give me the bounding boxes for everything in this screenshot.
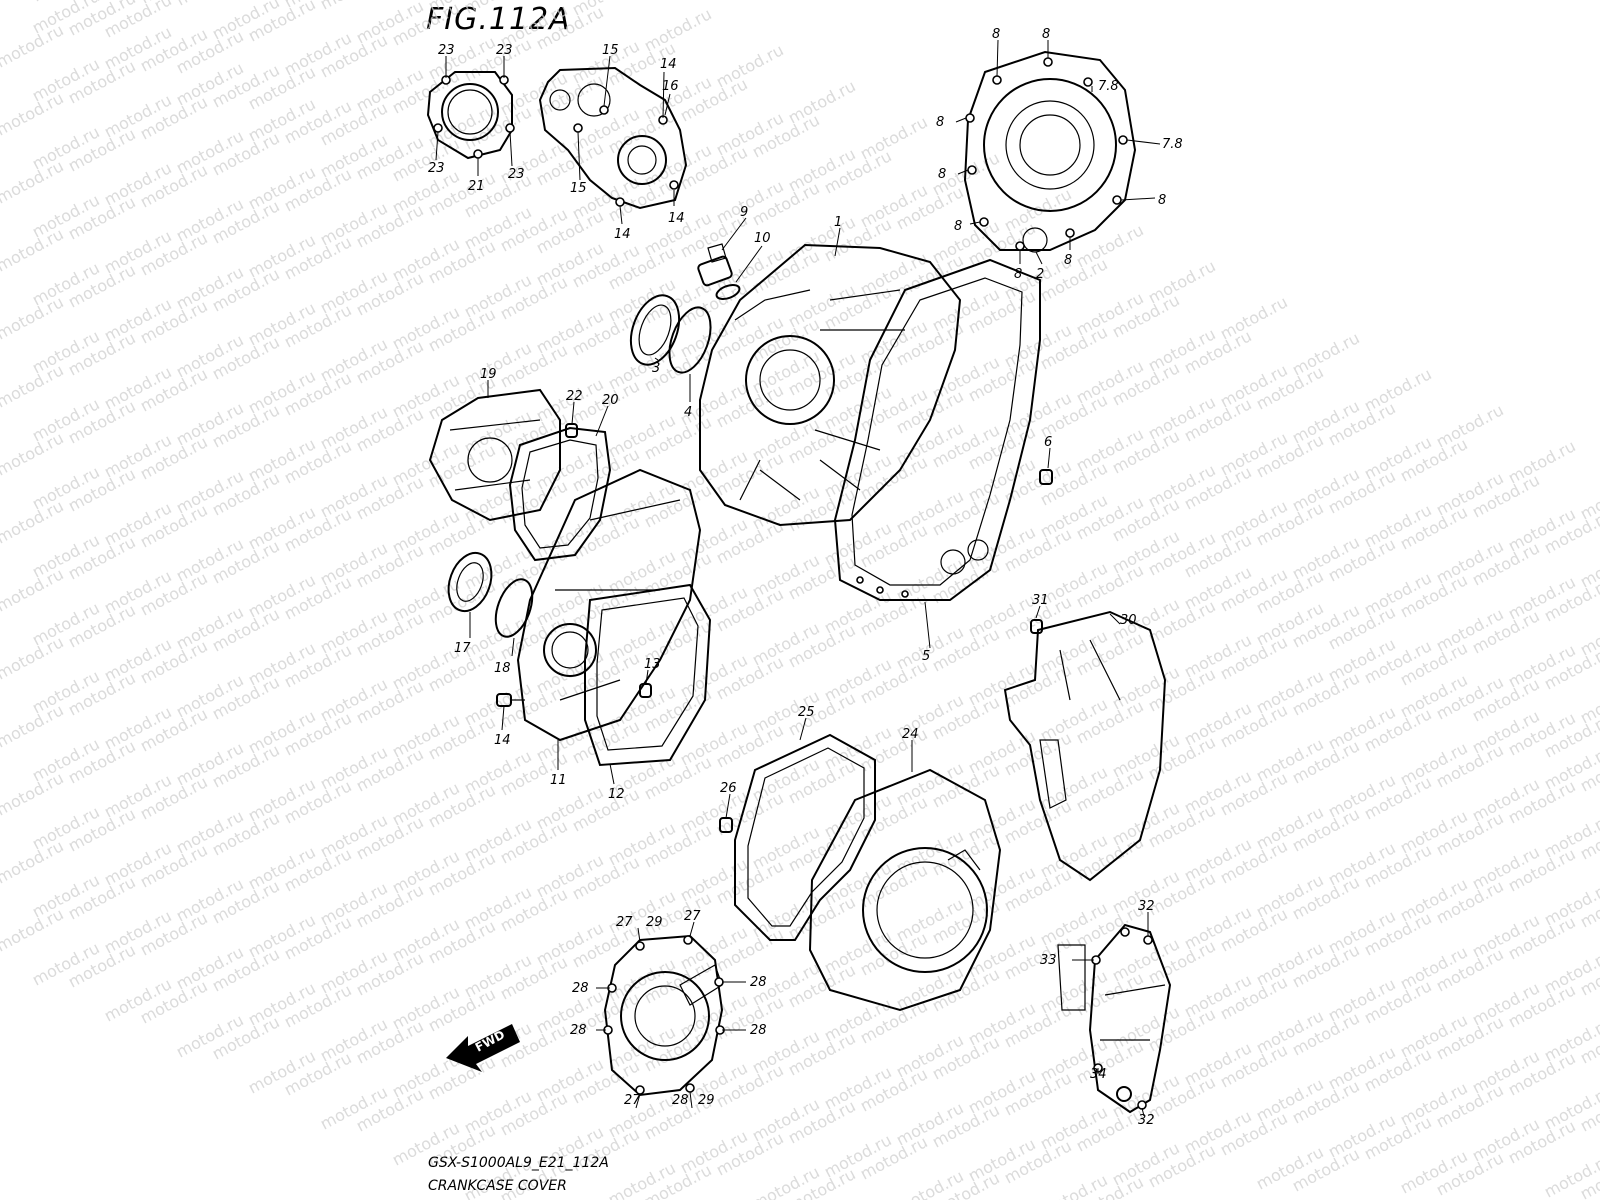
callout-30: 30 xyxy=(1120,613,1137,628)
small-cover-23 xyxy=(426,71,515,160)
callout-7-8: 7.8 xyxy=(1098,79,1119,94)
oil-seal-and-oring xyxy=(629,294,712,374)
watermark-text: motod.ru xyxy=(173,0,247,10)
callout-23: 23 xyxy=(428,161,445,176)
gasket-12 xyxy=(584,583,712,767)
callout-22: 22 xyxy=(566,389,583,404)
callout-16: 16 xyxy=(662,79,679,94)
callout-23: 23 xyxy=(438,43,455,58)
cover-19 xyxy=(428,388,561,522)
callout-15: 15 xyxy=(570,181,587,196)
callout-13: 13 xyxy=(644,657,661,672)
callout-18: 18 xyxy=(494,661,511,676)
callout-14: 14 xyxy=(614,227,631,242)
callout-25: 25 xyxy=(798,705,815,720)
oil-seal-17 xyxy=(447,551,493,613)
callout-8: 8 xyxy=(938,167,946,182)
dowel-pin-13 xyxy=(639,683,652,698)
callout-6: 6 xyxy=(1044,435,1052,450)
callout-27: 27 xyxy=(684,909,701,924)
callout-8: 8 xyxy=(1014,267,1022,282)
callout-27: 27 xyxy=(624,1093,641,1108)
callout-28: 28 xyxy=(750,1023,767,1038)
gasket-20 xyxy=(508,426,612,562)
figure-title: FIG.112A xyxy=(426,2,571,37)
cover-14-15-16 xyxy=(538,66,688,210)
dowel-pin-6 xyxy=(1039,469,1053,485)
callout-2: 2 xyxy=(1036,267,1044,282)
gasket-5 xyxy=(833,258,1041,601)
watermark-text: motod.ru xyxy=(317,0,391,14)
callout-34: 34 xyxy=(1090,1067,1107,1082)
watermark-text: motod.ru xyxy=(461,0,535,18)
callout-4: 4 xyxy=(684,405,692,420)
cover-30 xyxy=(1003,610,1167,882)
callout-33: 33 xyxy=(1040,953,1057,968)
callout-26: 26 xyxy=(720,781,737,796)
callout-27: 27 xyxy=(616,915,633,930)
callout-14: 14 xyxy=(668,211,685,226)
watermark-text: motod.ru xyxy=(0,0,67,4)
callout-32: 32 xyxy=(1138,899,1155,914)
callout-23: 23 xyxy=(496,43,513,58)
oring-18 xyxy=(494,578,534,638)
callout-10: 10 xyxy=(754,231,771,246)
callout-8: 8 xyxy=(936,115,944,130)
callout-29: 29 xyxy=(698,1093,715,1108)
callout-28: 28 xyxy=(570,1023,587,1038)
dowel-pin-31 xyxy=(1030,619,1043,634)
callout-8: 8 xyxy=(992,27,1000,42)
callout-14: 14 xyxy=(494,733,511,748)
callout-20: 20 xyxy=(602,393,619,408)
callout-8: 8 xyxy=(1064,253,1072,268)
callout-3: 3 xyxy=(652,361,660,376)
callout-21: 21 xyxy=(468,179,485,194)
dowel-pin-22 xyxy=(565,423,578,438)
callout-28: 28 xyxy=(672,1093,689,1108)
cover-32-33-34 xyxy=(1057,923,1172,1114)
leader-lines xyxy=(435,39,1161,1117)
callout-1: 1 xyxy=(834,215,842,230)
model-code: GSX-S1000AL9_E21_112A xyxy=(428,1155,609,1171)
callout-11: 11 xyxy=(550,773,567,788)
callout-32: 32 xyxy=(1138,1113,1155,1128)
callout-17: 17 xyxy=(454,641,471,656)
callout-28: 28 xyxy=(750,975,767,990)
figure-caption: CRANKCASE COVER xyxy=(428,1178,567,1194)
callout-15: 15 xyxy=(602,43,619,58)
callout-24: 24 xyxy=(902,727,919,742)
callout-31: 31 xyxy=(1032,593,1049,608)
callout-9: 9 xyxy=(740,205,748,220)
callout-23: 23 xyxy=(508,167,525,182)
callout-5: 5 xyxy=(922,649,930,664)
callout-8: 8 xyxy=(1158,193,1166,208)
crankcase-cover-main xyxy=(699,243,962,527)
generator-cover-24 xyxy=(808,768,1002,1012)
callout-8: 8 xyxy=(954,219,962,234)
callout-14: 14 xyxy=(660,57,677,72)
callout-29: 29 xyxy=(646,915,663,930)
callout-19: 19 xyxy=(480,367,497,382)
callout-labels: 23 23 23 23 21 15 15 14 16 14 14 9 10 1 … xyxy=(428,27,1183,1128)
callout-12: 12 xyxy=(608,787,625,802)
callout-28: 28 xyxy=(572,981,589,996)
callout-7-8: 7.8 xyxy=(1162,137,1183,152)
callout-8: 8 xyxy=(1042,27,1050,42)
oil-filler-cap xyxy=(697,243,741,300)
